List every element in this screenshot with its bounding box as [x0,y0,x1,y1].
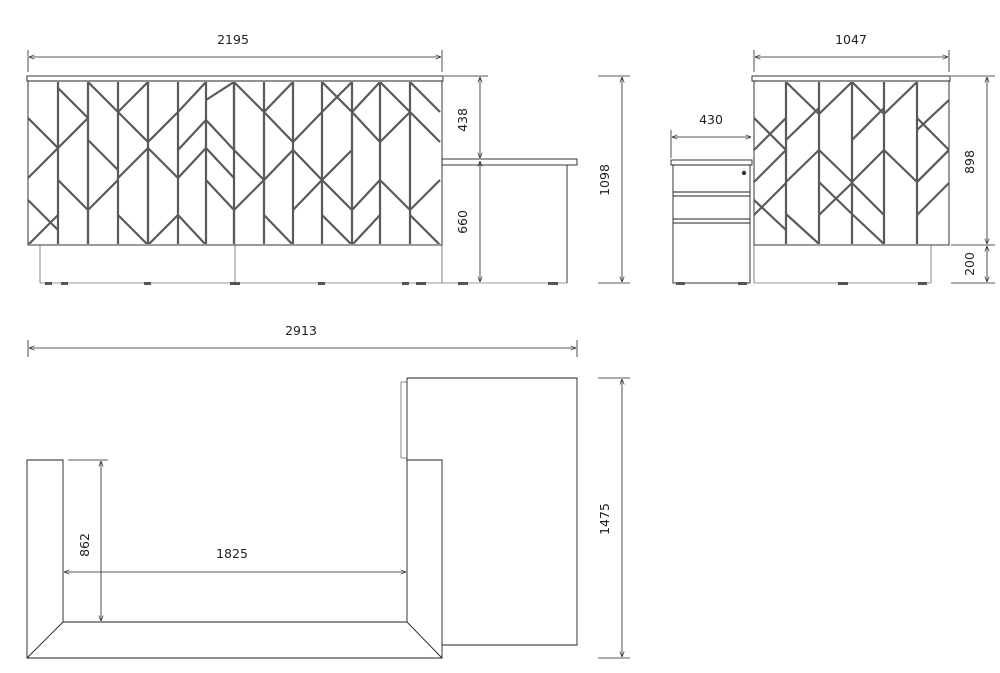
side-foot [838,282,848,285]
desk-return-top [441,158,578,166]
front-foot [416,282,426,285]
front-width-label: 2195 [217,32,249,47]
front-elevation: 2195 438 660 1098 [26,32,630,285]
plan-inner-depth-label: 862 [77,533,92,557]
total-height-label: 1098 [597,164,612,196]
side-countertop [751,75,951,82]
plan-total-depth-label: 1475 [597,503,612,535]
side-panel [753,80,950,246]
top-height-label: 438 [455,108,470,132]
front-foot [230,282,240,285]
front-foot [548,282,558,285]
front-countertop [26,75,444,82]
side-elevation: 1047 430 898 200 [670,32,995,285]
pedestal-body [672,164,751,284]
front-foot [318,282,325,285]
panel-height-label: 898 [962,150,977,174]
plan-desk-return [407,377,578,646]
plan-corner-line [26,621,64,659]
plinth-height-label: 200 [962,252,977,276]
front-foot [45,282,52,285]
side-foot [918,282,927,285]
front-foot [458,282,468,285]
front-foot [61,282,68,285]
side-width-label: 1047 [835,32,867,47]
lock-icon [741,170,747,176]
side-geometric-pattern [754,82,949,244]
plan-corner-line [406,621,443,659]
side-foot [738,282,747,285]
plan-total-width-label: 2913 [285,323,317,338]
front-foot [144,282,151,285]
pedestal-depth-label: 430 [699,112,723,127]
desk-height-label: 660 [455,210,470,234]
front-foot [402,282,409,285]
plan-view: 2913 1825 862 1475 [26,323,630,659]
side-foot [676,282,685,285]
pedestal-top [670,159,753,166]
front-geometric-pattern [28,82,441,244]
plan-inner-width-label: 1825 [216,546,248,561]
